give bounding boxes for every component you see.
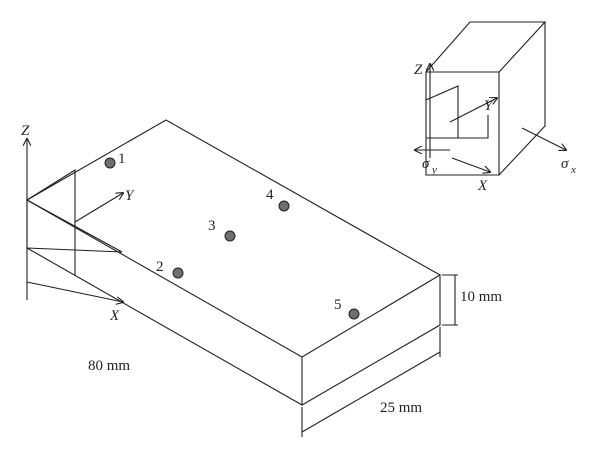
point-2-marker — [172, 267, 184, 279]
sigma-x-symbol: σ — [561, 156, 569, 172]
cube-x-axis — [451, 157, 490, 172]
block-right-face — [301, 275, 441, 406]
cube-x-label: X — [477, 178, 488, 194]
sigma-y-symbol: σ — [422, 156, 430, 172]
width-dim-line — [301, 327, 441, 437]
length-dim-label: 80 mm — [88, 358, 130, 374]
width-dim-label: 25 mm — [380, 400, 422, 416]
measurement-points: 1 2 3 4 5 — [104, 151, 360, 320]
point-4-label: 4 — [266, 187, 274, 203]
cube-y-axis — [449, 98, 497, 123]
block-x-axis — [26, 281, 123, 302]
point-1-label: 1 — [118, 151, 126, 167]
point-3-label: 3 — [208, 218, 216, 234]
block-axes: Z Y X — [21, 123, 135, 324]
block-y-axis — [74, 193, 123, 223]
height-dim-label: 10 mm — [460, 289, 502, 305]
block-z-label: Z — [21, 123, 30, 139]
sigma-x-subscript: x — [570, 164, 576, 176]
block-x-label: X — [109, 308, 120, 324]
point-1-marker — [104, 157, 116, 169]
sigma-x-arrow — [521, 127, 566, 150]
sigma-y-subscript: y — [431, 164, 437, 176]
block-left-face — [26, 200, 303, 406]
point-3-marker — [224, 230, 236, 242]
point-2-label: 2 — [156, 259, 164, 275]
point-4-marker — [278, 200, 290, 212]
cube-top-face — [425, 21, 547, 73]
cube-right-face — [498, 22, 546, 176]
dimensions: 10 mm 25 mm 80 mm — [88, 274, 502, 437]
point-5-label: 5 — [334, 297, 342, 313]
cube-section-plane — [425, 85, 489, 139]
block-y-label: Y — [125, 188, 135, 204]
height-dim-line — [442, 274, 458, 326]
point-5-marker — [348, 308, 360, 320]
cube-y-label: Y — [484, 98, 494, 114]
cube-z-label: Z — [414, 62, 423, 78]
stress-element: Z Y X σ y σ x — [414, 21, 576, 194]
section-plane — [26, 169, 123, 276]
